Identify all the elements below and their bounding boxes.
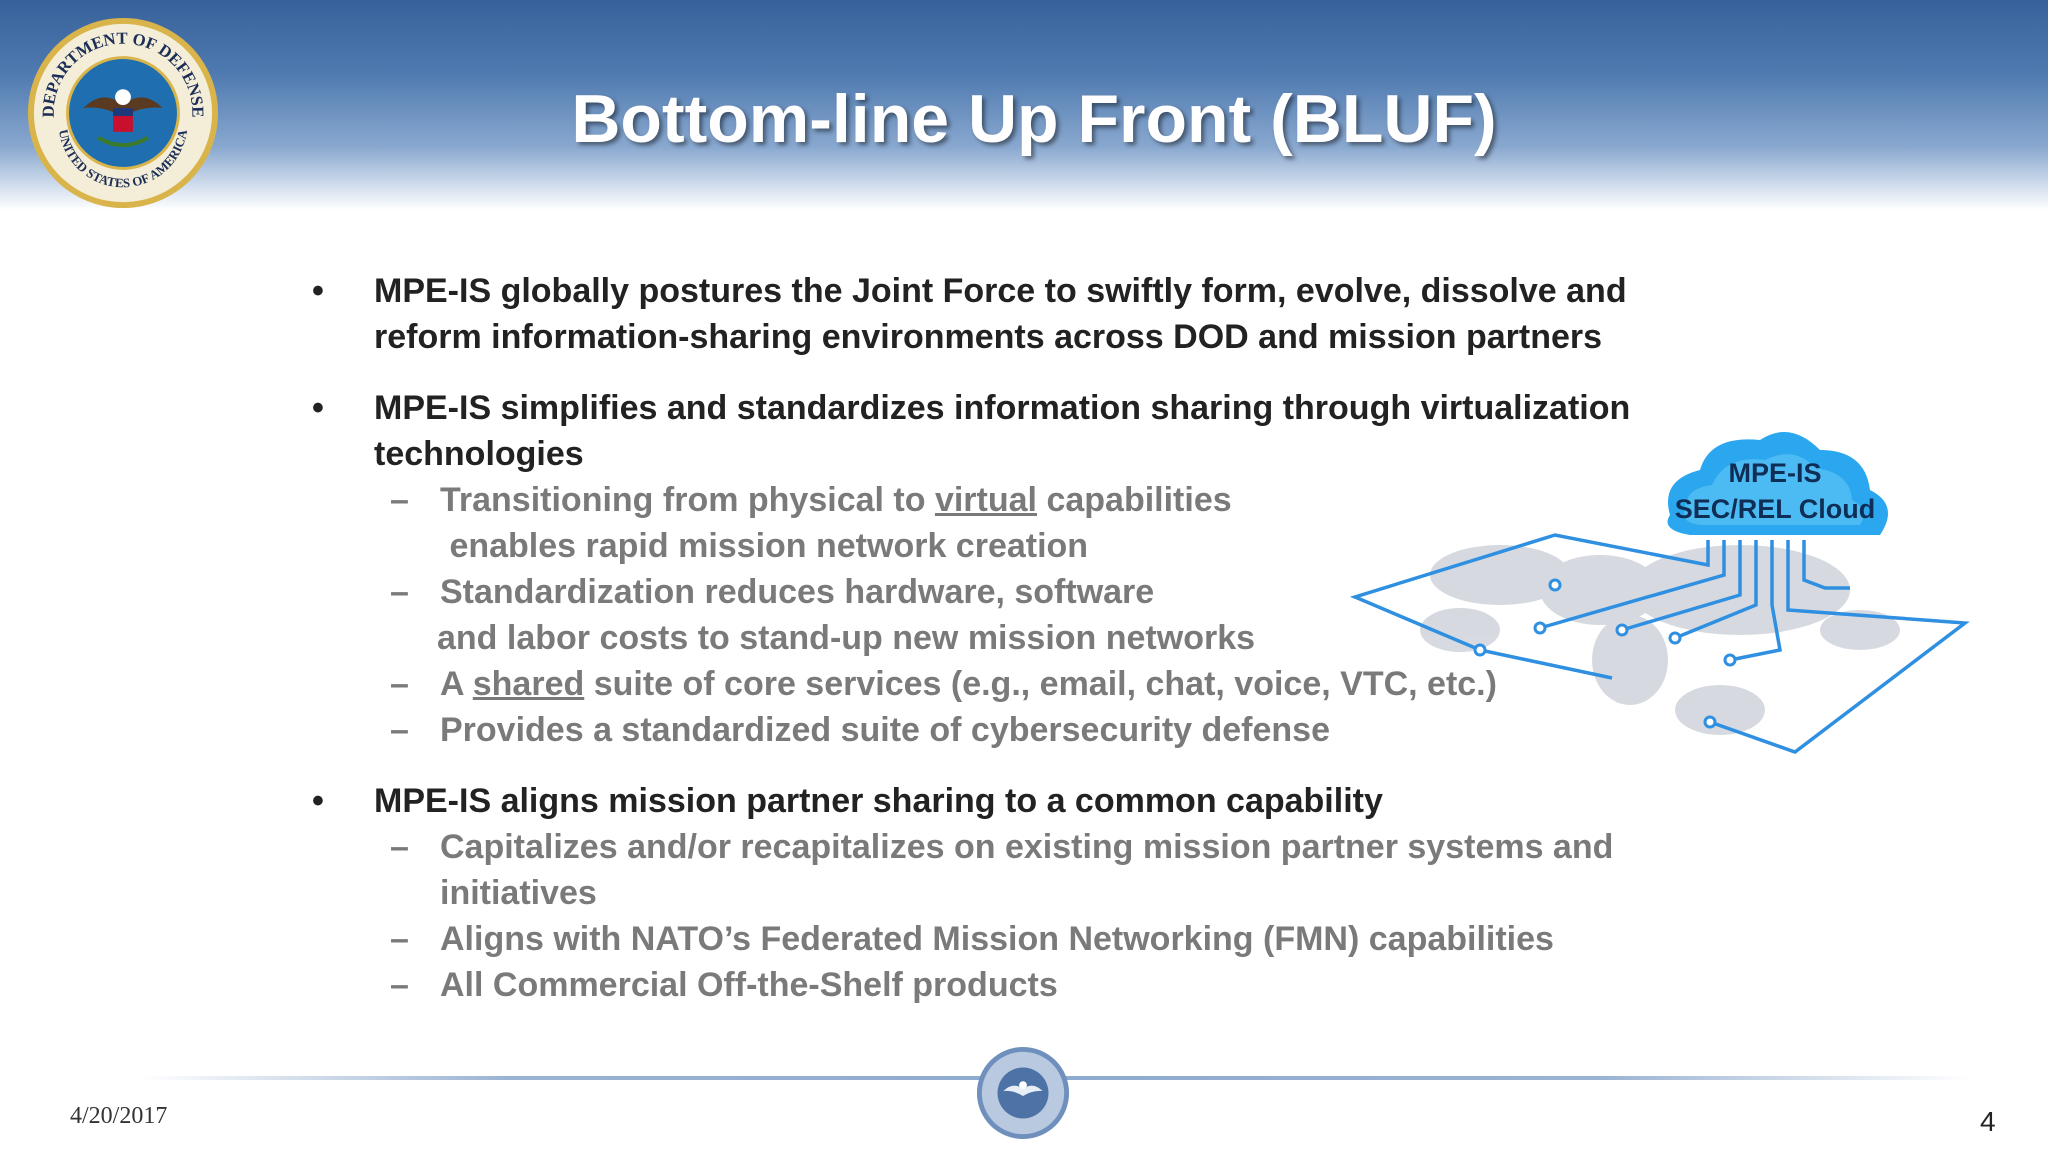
- cloud-label-line: MPE-IS: [1728, 458, 1822, 488]
- sub-item: – Transitioning from physical to virtual…: [306, 477, 1646, 569]
- world-map-icon: [1420, 545, 1900, 735]
- sub-item: – Capitalizes and/or recapitalizes on ex…: [306, 824, 1646, 916]
- sub-item: – Provides a standardized suite of cyber…: [306, 707, 1646, 753]
- cloud-label: MPE-IS SEC/REL Cloud: [1660, 455, 1890, 527]
- sub-text: capabilities: [1037, 481, 1232, 519]
- network-map-graphic: [1349, 432, 1970, 754]
- dash-marker: –: [390, 665, 409, 703]
- sub-text: Transitioning from physical to: [440, 481, 935, 519]
- header-banner: [0, 0, 2048, 210]
- underlined-word: shared: [472, 665, 585, 703]
- sub-continuation: enables rapid mission network creation: [440, 527, 1089, 565]
- network-lines: [1349, 533, 1970, 754]
- underlined-word: virtual: [934, 481, 1037, 519]
- bullet-line: MPE-IS simplifies and standardizes infor…: [374, 389, 1631, 427]
- sub-item: – A shared suite of core services (e.g.,…: [306, 661, 1646, 707]
- dash-marker: –: [390, 573, 409, 611]
- bullet-item: MPE-IS aligns mission partner sharing to…: [306, 778, 1646, 824]
- page-title: Bottom-line Up Front (BLUF): [571, 81, 1497, 157]
- dod-seal-icon: DEPARTMENT OF DEFENSE UNITED STATES OF A…: [27, 17, 219, 209]
- sub-text: A: [440, 665, 473, 703]
- sub-text: Aligns with NATO’s Federated Mission Net…: [440, 920, 1554, 958]
- bullet-line: reform information-sharing environments …: [374, 318, 1603, 356]
- dash-marker: –: [390, 920, 409, 958]
- sub-item: – Aligns with NATO’s Federated Mission N…: [306, 916, 1646, 962]
- sub-continuation: initiatives: [440, 874, 597, 912]
- sub-continuation: and labor costs to stand-up new mission …: [437, 619, 1256, 657]
- cloud-label-line: SEC/REL Cloud: [1674, 494, 1876, 524]
- bullet-line: MPE-IS globally postures the Joint Force…: [374, 272, 1627, 310]
- sub-text: All Commercial Off-the-Shelf products: [440, 966, 1058, 1004]
- dash-marker: –: [390, 481, 409, 519]
- sub-item: – Standardization reduces hardware, soft…: [306, 569, 1646, 661]
- dash-marker: –: [390, 966, 409, 1004]
- cloud-icon: [1667, 432, 1888, 535]
- dod-seal-small-icon: [976, 1046, 1070, 1140]
- bullet-line: MPE-IS aligns mission partner sharing to…: [374, 782, 1383, 820]
- page-number: 4: [1980, 1106, 1996, 1137]
- sub-text: Provides a standardized suite of cyberse…: [440, 711, 1330, 749]
- bullet-item: MPE-IS simplifies and standardizes infor…: [306, 385, 1646, 477]
- bullet-line: technologies: [374, 435, 584, 473]
- sub-text: Standardization reduces hardware, softwa…: [440, 573, 1155, 611]
- sub-text: Capitalizes and/or recapitalizes on exis…: [440, 828, 1614, 866]
- network-nodes: [1473, 578, 1737, 729]
- bullet-list: MPE-IS globally postures the Joint Force…: [306, 268, 1646, 1008]
- sub-text: suite of core services (e.g., email, cha…: [584, 665, 1497, 703]
- dash-marker: –: [390, 711, 409, 749]
- bullet-item: MPE-IS globally postures the Joint Force…: [306, 268, 1646, 360]
- sub-item: – All Commercial Off-the-Shelf products: [306, 962, 1646, 1008]
- dash-marker: –: [390, 828, 409, 866]
- footer-date: 4/20/2017: [70, 1103, 168, 1129]
